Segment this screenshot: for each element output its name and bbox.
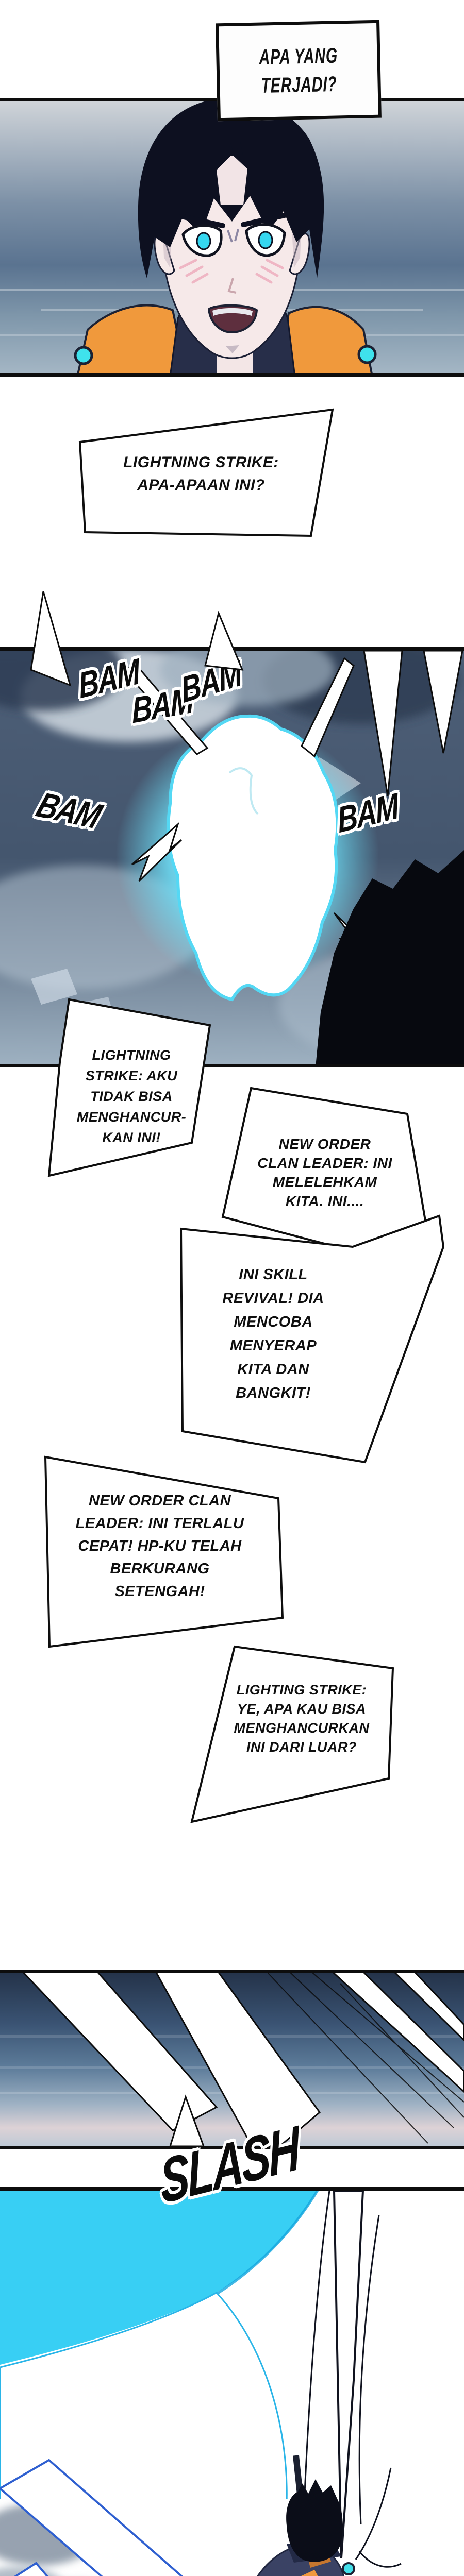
bubble-5-text: NEW ORDER CLAN LEADER: INI TERLALU CEPAT…	[75, 1493, 244, 1600]
slash-streaks-art	[0, 1970, 464, 2149]
panel-sword-scene	[0, 2187, 464, 2576]
explosion-art	[0, 647, 464, 1067]
bubble-3-text: NEW ORDER CLAN LEADER: INI MELELEHKAM KI…	[257, 1136, 392, 1209]
narration-caption-text: APA YANG TERJADI?	[258, 43, 338, 98]
face-closeup-art	[0, 98, 464, 377]
panel-slash-streaks	[0, 1970, 464, 2149]
panel-explosion	[0, 647, 464, 1067]
panel-face-closeup	[0, 98, 464, 377]
narration-caption-box: APA YANG TERJADI?	[216, 20, 382, 122]
bubble-1-text: LIGHTNING STRIKE: APA-APAAN INI?	[123, 454, 279, 494]
character-back-view	[257, 2455, 355, 2576]
bubble-4-text: INI SKILL REVIVAL! DIA MENCOBA MENYERAP …	[222, 1266, 324, 1401]
bubble-2-text: LIGHTNING STRIKE: AKU TIDAK BISA MENGHAN…	[76, 1047, 187, 1145]
bubble-6-text: LIGHTING STRIKE: YE, APA KAU BISA MENGHA…	[234, 1682, 370, 1755]
sword-scene-art	[0, 2187, 464, 2576]
